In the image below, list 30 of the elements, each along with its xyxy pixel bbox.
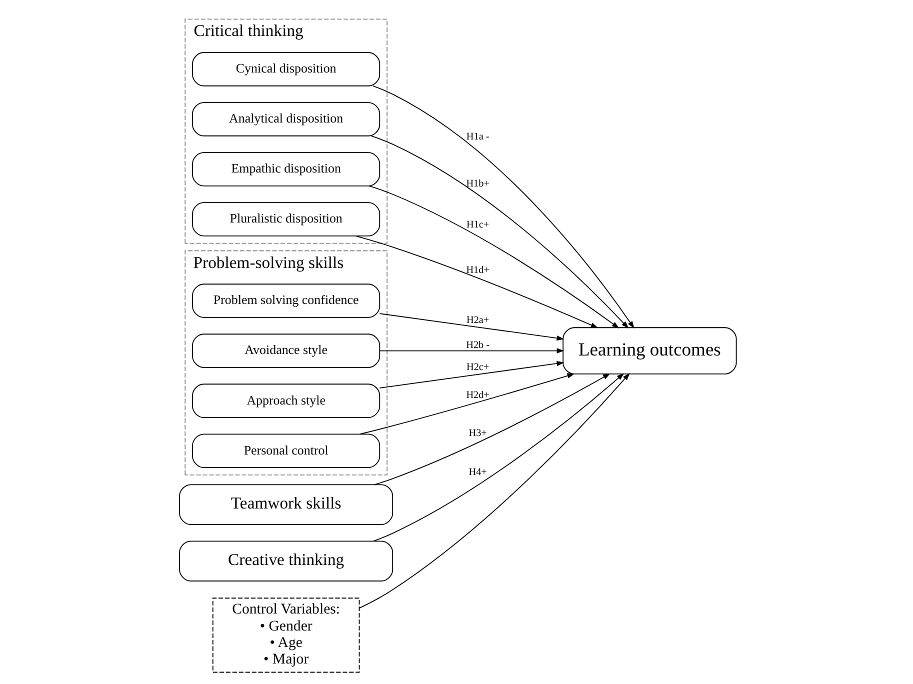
node-box: Problem solving confidence xyxy=(192,284,380,318)
node-box: Avoidance style xyxy=(192,334,380,368)
arrow xyxy=(358,373,574,435)
edge-label: H2a+ xyxy=(466,314,489,326)
edge-label: H1a - xyxy=(466,131,489,142)
node-box: Pluralistic disposition xyxy=(192,202,380,236)
arrow xyxy=(370,135,628,328)
arrow xyxy=(372,86,634,329)
edge-label: H2c+ xyxy=(466,362,489,374)
edge-label: H1c+ xyxy=(466,219,489,230)
node-box: Cynical disposition xyxy=(192,52,380,86)
node-box: Creative thinking xyxy=(178,540,393,582)
arrow xyxy=(358,372,630,608)
edge-label: H1b+ xyxy=(466,178,489,190)
arrow xyxy=(378,348,564,354)
edge-label: H3+ xyxy=(468,428,486,439)
node-box: Control Variables: • Gender • Age • Major xyxy=(212,598,360,673)
edge-label: H2b - xyxy=(466,340,490,351)
edge-label: H4+ xyxy=(468,466,486,478)
node-box: Approach style xyxy=(192,384,380,418)
node-box: Personal control xyxy=(192,434,380,468)
node-box: Empathic disposition xyxy=(192,152,380,186)
arrow xyxy=(378,360,564,388)
arrow xyxy=(368,186,619,328)
edge-label: H1d+ xyxy=(466,264,489,276)
node-box: Analytical disposition xyxy=(192,102,380,136)
node-box: Learning outcomes xyxy=(562,327,736,374)
arrow xyxy=(378,313,564,341)
node-box: Teamwork skills xyxy=(178,484,393,525)
edge-label: H2d+ xyxy=(466,390,489,401)
